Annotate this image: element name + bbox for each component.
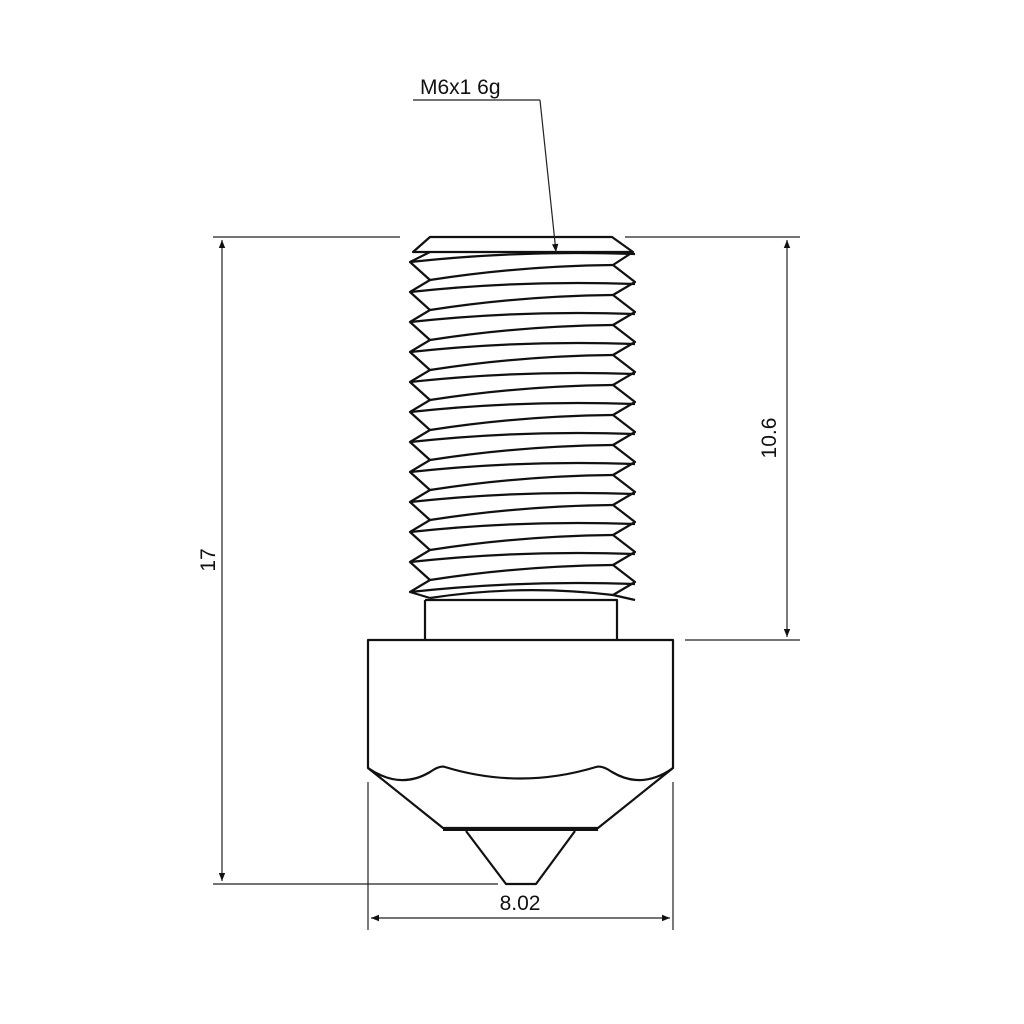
dimension-thread-length: 10.6 — [625, 236, 800, 641]
dimension-hex-width: 8.02 — [367, 782, 674, 930]
thread-root-line — [429, 323, 614, 342]
thread-root-line — [429, 473, 614, 492]
overall-length-label: 17 — [197, 548, 220, 571]
thread-crest-line — [409, 341, 636, 354]
thread-root-line — [429, 413, 614, 432]
thread-root-line — [429, 563, 614, 582]
thread-profile-right — [611, 251, 637, 602]
thread-root-line — [429, 443, 614, 462]
thread-root-line — [429, 293, 614, 312]
thread-callout-label: M6x1 6g — [420, 76, 501, 99]
thread-section — [408, 251, 637, 602]
thread-root-line — [429, 589, 614, 600]
thread-crest-line — [409, 461, 636, 474]
thread-root-line — [429, 383, 614, 402]
thread-crest-line — [409, 491, 636, 504]
thread-profile-left — [408, 251, 432, 600]
thread-crest-line — [409, 581, 636, 594]
thread-crest-line — [409, 401, 636, 414]
thread-root-line — [429, 533, 614, 552]
thread-crest-line — [409, 431, 636, 444]
thread-crest-line — [409, 521, 636, 534]
thread-crest-line — [409, 281, 636, 294]
hex-body — [366, 638, 675, 830]
thread-relief-neck — [423, 598, 619, 640]
thread-crest-line — [409, 371, 636, 384]
thread-root-line — [429, 353, 614, 372]
nozzle-tip — [465, 830, 576, 886]
thread-crest-line — [409, 311, 636, 324]
thread-top-chamfer — [411, 235, 635, 254]
thread-crest-line — [409, 551, 636, 564]
hex-width-label: 8.02 — [500, 892, 541, 915]
dimension-overall-length: 17 — [197, 236, 498, 885]
thread-root-line — [429, 263, 614, 282]
hex-body-arc-edge — [367, 765, 674, 782]
thread-callout: M6x1 6g — [413, 76, 559, 253]
thread-root-line — [429, 503, 614, 522]
thread-length-label: 10.6 — [758, 418, 781, 459]
thread-crest-line — [409, 251, 636, 264]
